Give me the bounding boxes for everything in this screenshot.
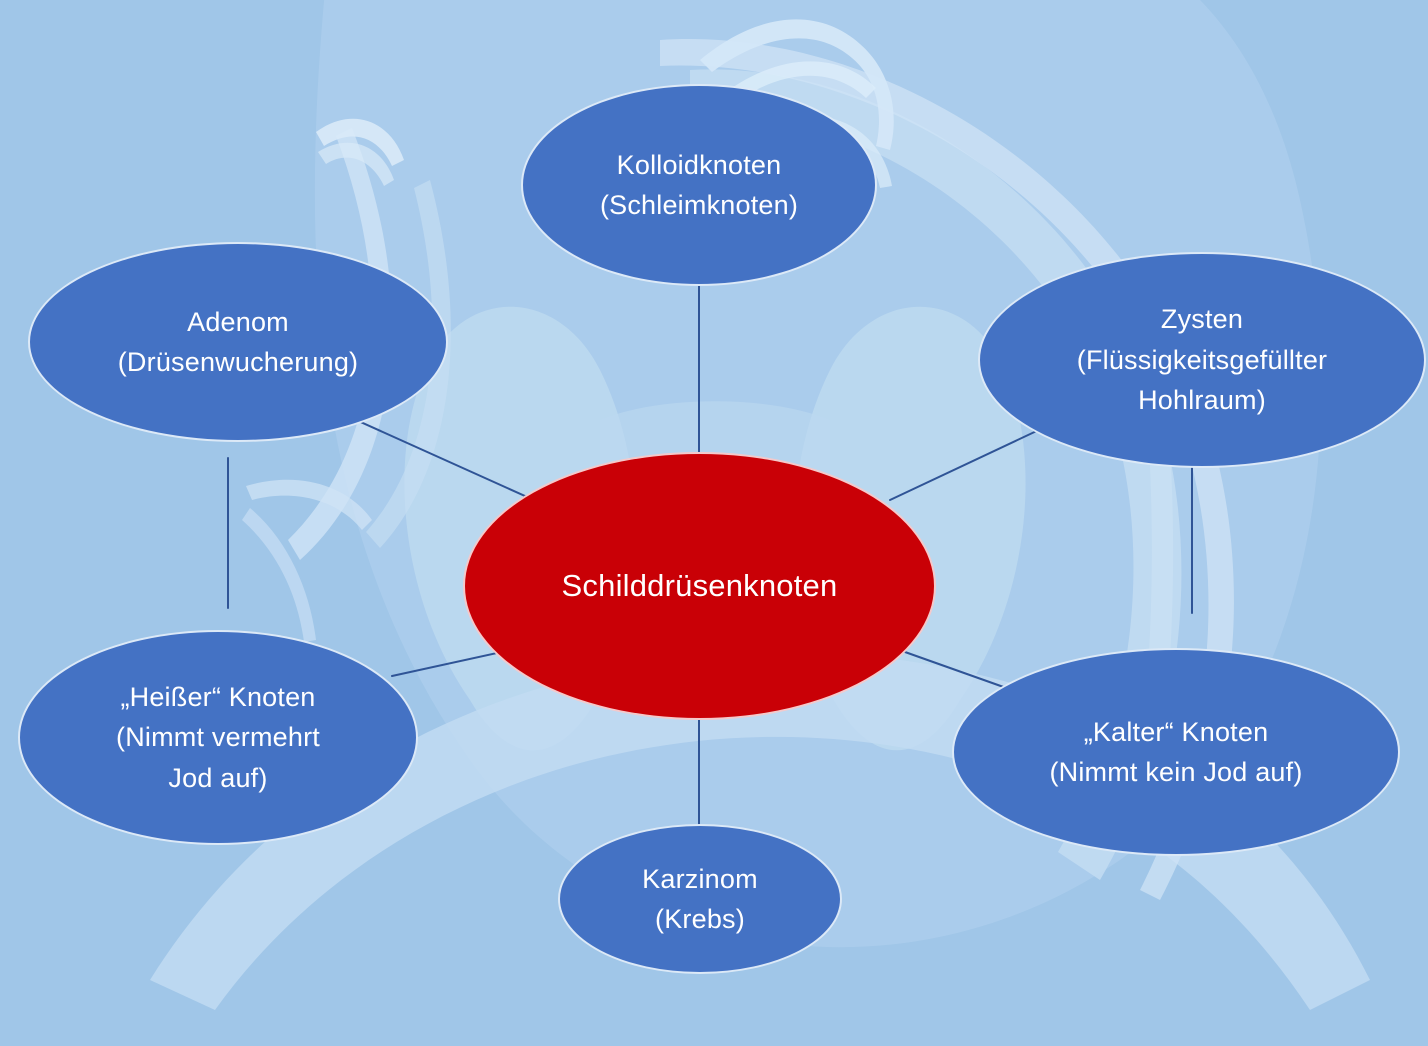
node-label-heisser-knoten-3: Jod auf) (168, 762, 268, 793)
node-schilddruesenknoten[interactable]: Schilddrüsenknoten (463, 452, 936, 720)
node-adenom[interactable]: Adenom (Drüsenwucherung) (28, 242, 448, 442)
node-kalter-knoten[interactable]: „Kalter“ Knoten (Nimmt kein Jod auf) (952, 648, 1400, 856)
node-label-heisser-knoten-1: „Heißer“ Knoten (120, 681, 316, 712)
node-label-kalter-knoten-2: (Nimmt kein Jod auf) (1049, 757, 1303, 787)
connector-center-to-zysten (889, 419, 1061, 501)
node-zysten[interactable]: Zysten (Flüssigkeitsgefüllter Hohlraum) (978, 252, 1426, 468)
node-label-kolloidknoten-1: Kolloidknoten (616, 149, 782, 180)
node-heisser-knoten[interactable]: „Heißer“ Knoten (Nimmt vermehrt Jod auf) (18, 630, 418, 845)
node-label-heisser-knoten-2: (Nimmt vermehrt (116, 722, 320, 753)
node-karzinom[interactable]: Karzinom (Krebs) (558, 824, 842, 974)
node-label-kalter-knoten-1: „Kalter“ Knoten (1083, 716, 1269, 747)
node-label-zysten-2: (Flüssigkeitsgefüllter (1076, 344, 1328, 375)
node-label-zysten-1: Zysten (1160, 304, 1244, 335)
connector-center-to-adenom (344, 414, 546, 506)
node-label-adenom-2: (Drüsenwucherung) (117, 347, 359, 377)
node-kolloidknoten[interactable]: Kolloidknoten (Schleimknoten) (521, 84, 877, 286)
node-label-karzinom-2: (Krebs) (655, 904, 745, 934)
node-label-karzinom-1: Karzinom (642, 863, 758, 894)
node-label-kolloidknoten-2: (Schleimknoten) (599, 190, 799, 220)
connector-center-to-kalter-knoten (904, 651, 1013, 691)
node-label-zysten-3: Hohlraum) (1138, 385, 1266, 416)
node-label-adenom-1: Adenom (187, 306, 289, 337)
node-label-center: Schilddrüsenknoten (561, 568, 838, 604)
